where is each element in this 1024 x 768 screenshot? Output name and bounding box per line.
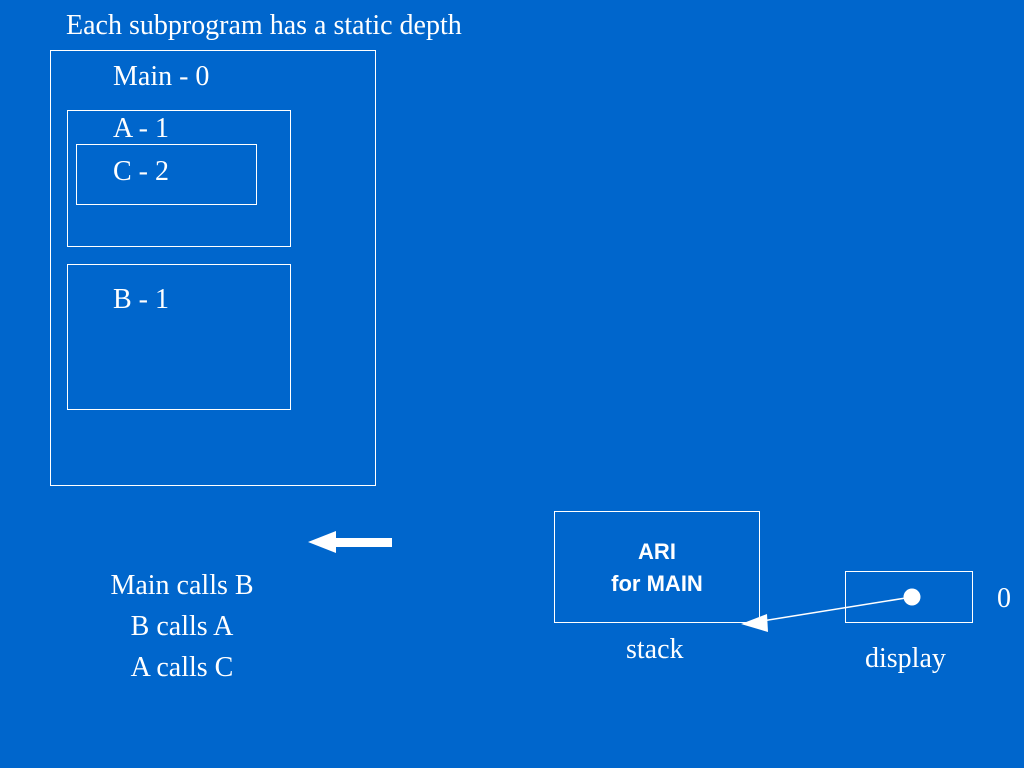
a-scope-label: A - 1 — [113, 113, 169, 144]
b-scope-label: B - 1 — [113, 284, 169, 315]
main-scope-box — [50, 50, 376, 486]
ari-line-1: ARI — [638, 539, 676, 564]
ari-line-2: for MAIN — [611, 571, 703, 596]
main-scope-label: Main - 0 — [113, 61, 210, 92]
b-scope-box — [67, 264, 291, 410]
c-scope-label: C - 2 — [113, 156, 169, 187]
stack-label: stack — [626, 634, 684, 665]
call-sequence: Main calls B B calls A A calls C — [82, 565, 282, 688]
display-label: display — [865, 643, 946, 674]
display-index-label: 0 — [997, 583, 1011, 614]
c-scope-box — [76, 144, 257, 205]
a-scope-box — [67, 110, 291, 247]
slide-title: Each subprogram has a static depth — [66, 10, 462, 41]
call-line-3: A calls C — [130, 652, 234, 683]
call-line-2: B calls A — [130, 611, 234, 642]
call-line-1: Main calls B — [110, 570, 254, 601]
stack-ari-text: ARI for MAIN — [554, 536, 760, 600]
left-arrow-icon — [308, 531, 392, 553]
display-cell-box — [845, 571, 973, 623]
stack-ari-box — [554, 511, 760, 623]
